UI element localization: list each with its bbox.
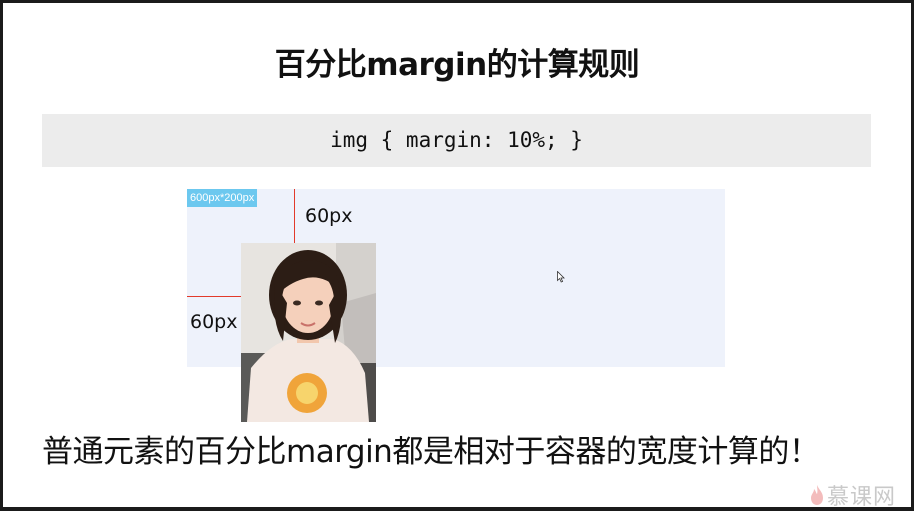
demo-photo (241, 243, 376, 422)
imooc-watermark: 慕课网 (810, 479, 896, 511)
slide-title: 百分比margin的计算规则 (274, 47, 640, 83)
left-margin-label: 60px (190, 311, 238, 333)
mouse-pointer-icon (557, 268, 565, 287)
code-text: img { margin: 10%; } (330, 128, 583, 152)
code-block: img { margin: 10%; } (42, 114, 871, 167)
slide: 百分比margin的计算规则 img { margin: 10%; } 600p… (3, 3, 911, 510)
summary-statement: 普通元素的百分比margin都是相对于容器的宽度计算的！ (42, 434, 820, 470)
left-margin-guide (187, 296, 241, 297)
top-margin-guide (294, 189, 295, 243)
top-margin-label: 60px (305, 205, 353, 227)
container-size-label: 600px*200px (187, 189, 258, 207)
flame-logo-icon (811, 485, 823, 505)
watermark-text: 慕课网 (827, 485, 897, 510)
